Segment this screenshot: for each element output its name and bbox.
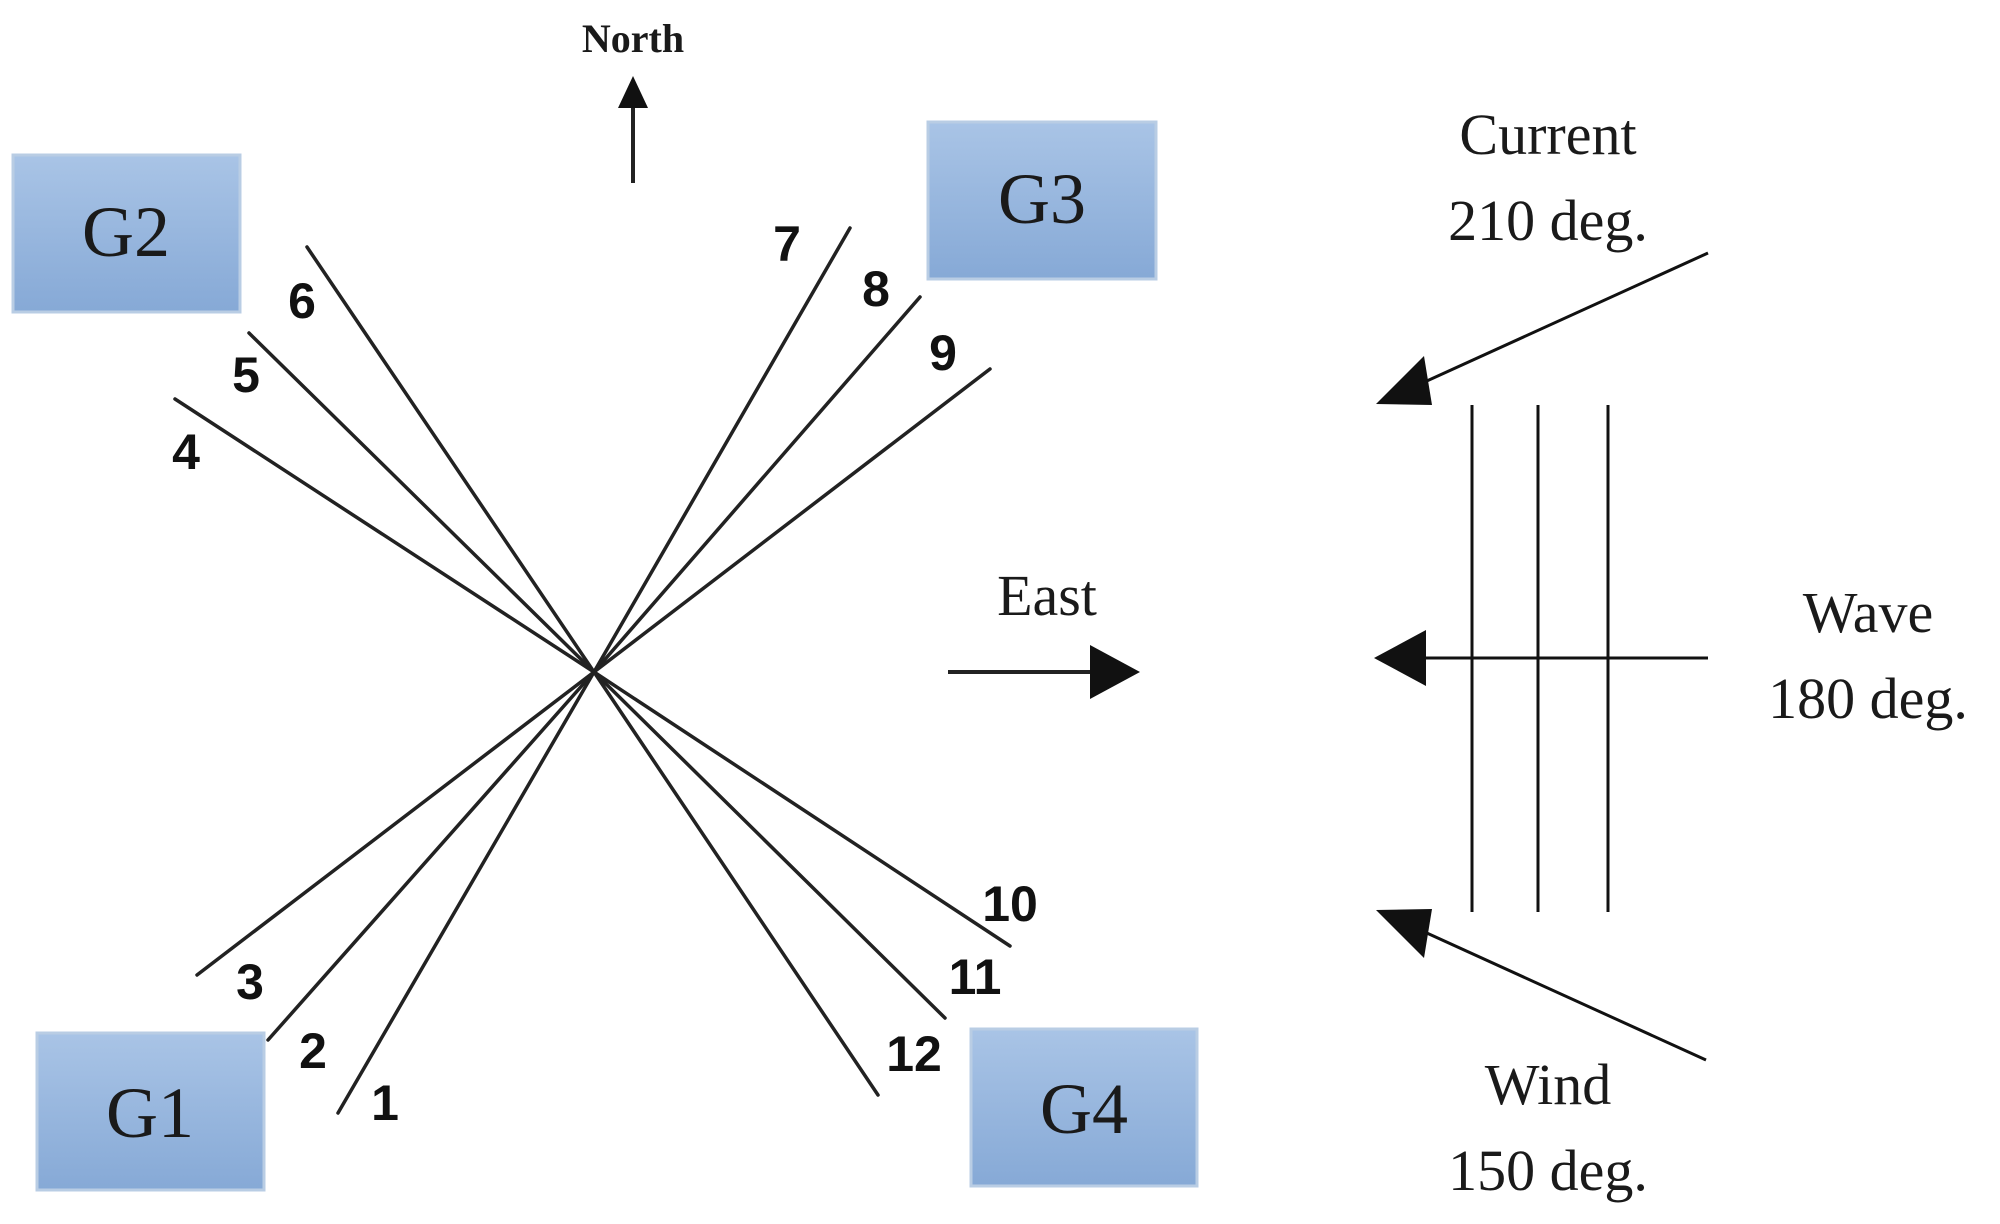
line-label-3: 3 bbox=[236, 954, 264, 1010]
line-label-7: 7 bbox=[773, 216, 801, 272]
group-box-g4-rect bbox=[969, 1027, 1199, 1188]
wave-indicator: Wave 180 deg. bbox=[1374, 580, 1968, 731]
wave-label: Wave bbox=[1803, 580, 1934, 645]
line-label-8: 8 bbox=[862, 261, 890, 317]
east-indicator: East bbox=[948, 563, 1140, 699]
current-indicator: Current 210 deg. bbox=[1376, 102, 1709, 405]
mooring-line-6 bbox=[305, 245, 596, 674]
wind-indicator: Wind 150 deg. bbox=[1376, 909, 1707, 1203]
group-label-g3: G3 bbox=[998, 159, 1086, 239]
line-label-2: 2 bbox=[299, 1023, 327, 1079]
mooring-line-1 bbox=[336, 670, 596, 1115]
wave-arrow-head bbox=[1374, 630, 1426, 686]
current-label: Current bbox=[1459, 102, 1636, 167]
mooring-line-10 bbox=[592, 670, 1012, 948]
north-arrow-head bbox=[618, 76, 648, 108]
line-label-4: 4 bbox=[172, 424, 200, 480]
current-arrow-head bbox=[1376, 356, 1432, 405]
mooring-line-9 bbox=[592, 367, 992, 674]
east-label: East bbox=[997, 563, 1097, 628]
wind-arrow-head bbox=[1376, 909, 1432, 958]
line-label-6: 6 bbox=[288, 273, 316, 329]
mooring-line-12 bbox=[592, 670, 880, 1097]
group-box-g3: G3 bbox=[926, 120, 1158, 281]
group-label-g2: G2 bbox=[82, 192, 170, 272]
line-label-12: 12 bbox=[886, 1026, 942, 1082]
line-label-9: 9 bbox=[929, 325, 957, 381]
group-label-g4: G4 bbox=[1040, 1069, 1128, 1149]
line-label-1: 1 bbox=[371, 1075, 399, 1131]
current-arrow-shaft bbox=[1417, 251, 1709, 387]
wind-direction: 150 deg. bbox=[1448, 1138, 1648, 1203]
mooring-line-11 bbox=[592, 670, 947, 1020]
mooring-line-5 bbox=[247, 331, 596, 674]
mooring-line-7 bbox=[592, 226, 852, 674]
mooring-line-4 bbox=[173, 397, 596, 674]
group-box-g1-rect bbox=[35, 1031, 266, 1192]
north-indicator: North bbox=[582, 16, 684, 183]
mooring-line-3 bbox=[195, 670, 596, 977]
east-arrow-head bbox=[1090, 645, 1140, 699]
group-box-g1: G1 bbox=[35, 1031, 266, 1192]
mooring-line-labels: 1 2 3 4 5 6 7 8 9 10 11 12 bbox=[172, 216, 1038, 1131]
wave-direction: 180 deg. bbox=[1768, 666, 1968, 731]
north-label: North bbox=[582, 16, 684, 61]
wind-arrow-shaft bbox=[1417, 927, 1707, 1062]
mooring-line-8 bbox=[592, 295, 922, 674]
line-label-5: 5 bbox=[232, 347, 260, 403]
group-box-g2: G2 bbox=[11, 153, 242, 314]
line-label-10: 10 bbox=[982, 876, 1038, 932]
mooring-line-2 bbox=[266, 670, 596, 1042]
group-label-g1: G1 bbox=[106, 1073, 194, 1153]
line-label-11: 11 bbox=[949, 949, 1002, 1005]
group-box-g2-rect bbox=[11, 153, 242, 314]
mooring-lines bbox=[173, 226, 1012, 1115]
current-direction: 210 deg. bbox=[1448, 188, 1648, 253]
wind-label: Wind bbox=[1485, 1052, 1612, 1117]
group-box-g3-rect bbox=[926, 120, 1158, 281]
group-box-g4: G4 bbox=[969, 1027, 1199, 1188]
